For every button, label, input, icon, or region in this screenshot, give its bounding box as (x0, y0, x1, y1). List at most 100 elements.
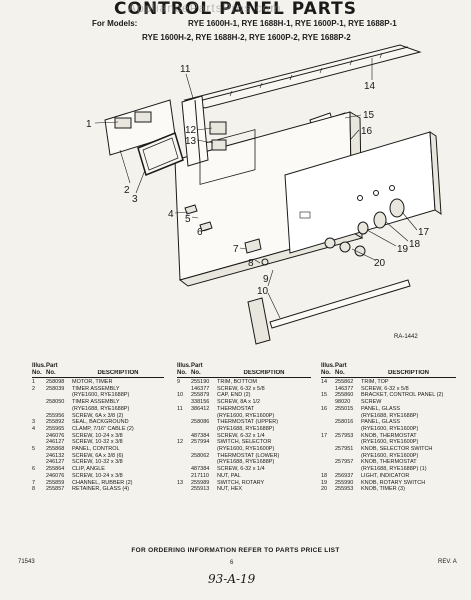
part-number: 258086 (191, 419, 210, 426)
part-description: TIMER ASSEMBLY (72, 385, 120, 392)
part-number (46, 406, 72, 413)
part-description: KNOB, THERMOSTAT (361, 432, 417, 439)
illus-number (321, 439, 335, 446)
part-description: SCREW, 10-24 x 3/8 (72, 432, 123, 439)
watermark: AppliancePartsPros.com (128, 1, 282, 15)
part-description: (RYE1688, RYE1688P) (217, 425, 275, 432)
part-number: 255965 (46, 425, 65, 432)
illus-number (32, 473, 46, 480)
part-description: SCREW, 8A x 1/2 (217, 399, 261, 406)
illus-number: 10 (177, 392, 184, 399)
header-description: DESCRIPTION (243, 369, 285, 376)
table-row: (RYE1688, RYE1688P) (177, 426, 311, 433)
header-no-2: No. (191, 369, 201, 376)
part-number: 255953 (335, 486, 354, 493)
table-row: (RYE1600, RYE1600P) (321, 426, 456, 433)
part-number: 255989 (191, 479, 210, 486)
callout-20: 20 (374, 258, 386, 269)
header-part: Part (335, 363, 347, 369)
callout-14: 14 (364, 81, 376, 92)
illus-number: 4 (32, 425, 36, 432)
illus-number: 5 (32, 446, 36, 453)
illus-number (321, 419, 335, 426)
illus-number: 20 (321, 486, 328, 493)
part-number (46, 392, 72, 399)
illus-number (32, 439, 46, 446)
table-row: (RYE1688, RYE1688P) (1) (321, 466, 456, 473)
callout-12: 12 (185, 125, 197, 136)
part-description: SWITCH, SELECTOR (217, 439, 272, 446)
handwritten-note: 93-A-19 (208, 572, 256, 586)
part-number: 255864 (46, 466, 65, 473)
models-line-2: RYE 1600H-2, RYE 1688H-2, RYE 1600P-2, R… (142, 33, 351, 42)
part-number: 257957 (335, 459, 354, 466)
part-description: PANEL, GLASS (361, 405, 401, 412)
part-description: SCREW, 10-32 x 3/8 (72, 439, 123, 446)
illus-number (177, 453, 191, 460)
part-description: KNOB, TIMER (3) (361, 486, 405, 493)
illus-number (177, 426, 191, 433)
callout-10: 10 (257, 286, 269, 297)
table-header-2: No. No. DESCRIPTION (32, 370, 164, 377)
illus-number (32, 399, 46, 406)
part-number (191, 426, 217, 433)
illus-number (321, 386, 335, 393)
part-description: SCREW, 6-32 x 1/4 (217, 432, 265, 439)
part-number: 255859 (46, 479, 65, 486)
illus-number (321, 413, 335, 420)
callout-7: 7 (233, 244, 239, 255)
part-number: 146377 (191, 385, 210, 392)
part-number: 255956 (46, 412, 65, 419)
part-number: 257994 (191, 439, 210, 446)
table-row: (RYE1688, RYE1688P) (32, 406, 164, 413)
part-number: 246127 (46, 439, 65, 446)
illus-number: 9 (177, 379, 181, 385)
illus-number: 14 (321, 379, 328, 385)
part-number: 338156 (191, 399, 210, 406)
table-row: 338156 SCREW, 8A x 1/2 (177, 399, 311, 406)
thermostat-part (181, 95, 209, 167)
part-number: 146377 (335, 385, 354, 392)
table-header: Illus. Part (177, 363, 311, 370)
illus-number (321, 446, 335, 453)
part-description: (RYE1600, RYE1600P) (361, 425, 419, 432)
callout-4: 4 (168, 209, 174, 220)
illus-number (177, 446, 191, 453)
callout-9: 9 (263, 274, 269, 285)
illus-number: 8 (32, 486, 36, 493)
part-description: NUT, PAL (217, 472, 241, 479)
models-line-1: RYE 1600H-1, RYE 1688H-1, RYE 1600P-1, R… (188, 19, 397, 28)
header-part: Part (191, 363, 203, 369)
part-description: TRIM, TOP (361, 379, 389, 385)
part-description: (RYE1600, RYE1600P) (361, 439, 419, 446)
part-number (191, 446, 217, 453)
illus-number (177, 486, 191, 493)
illus-number: 12 (177, 439, 184, 446)
table-row: (RYE1688, RYE1688P) (177, 459, 311, 466)
background-seal-part (137, 131, 184, 177)
part-number: 246076 (46, 432, 65, 439)
table-row: (RYE1600, RYE1600P) (177, 446, 311, 453)
ordering-footer: FOR ORDERING INFORMATION REFER TO PARTS … (131, 547, 340, 554)
part-number: 246076 (46, 472, 65, 479)
table-row: 146377 SCREW, 6-32 x 5/8 (321, 386, 456, 393)
illus-number (177, 466, 191, 473)
header-illus: Illus. (321, 363, 335, 369)
table-header: Illus. Part (32, 363, 164, 370)
document-number: 71543 (18, 559, 35, 565)
part-description: SCREW, 6-32 x 5/8 (361, 385, 409, 392)
illus-number: 19 (321, 479, 328, 486)
part-description: (RYE1600, RYE1600P) (217, 412, 275, 419)
part-description: SCREW, 10-32 x 3/8 (72, 459, 123, 466)
